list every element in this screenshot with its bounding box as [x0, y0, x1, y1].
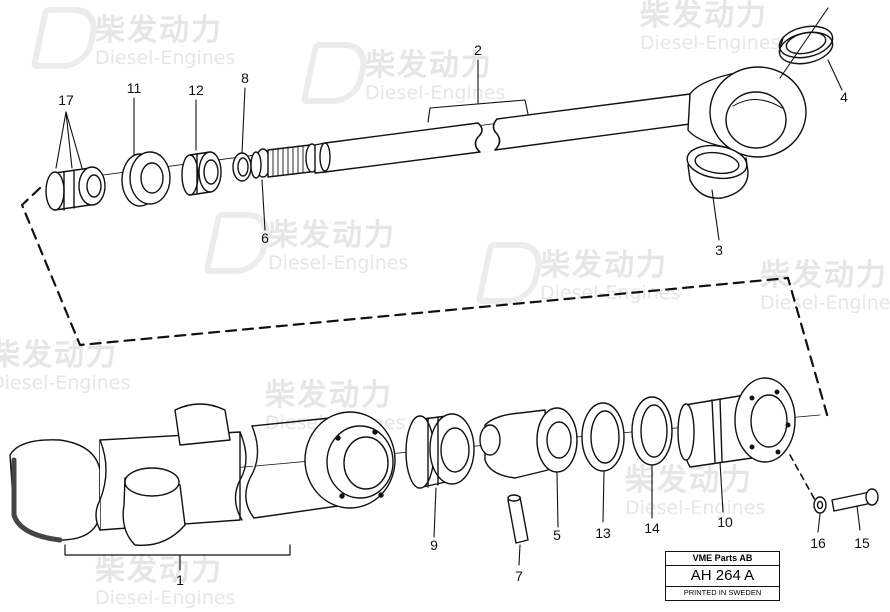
part-label-9: 9	[430, 537, 438, 553]
part-label-17: 17	[58, 92, 74, 108]
part-label-8: 8	[241, 70, 249, 86]
part-label-15: 15	[854, 535, 870, 551]
part-9-piston	[405, 413, 475, 489]
part-label-5: 5	[553, 527, 561, 543]
part-label-13: 13	[595, 525, 611, 541]
part-label-3: 3	[715, 242, 723, 258]
part-1-cylinder-tube	[9, 403, 396, 556]
part-label-11: 11	[126, 80, 142, 96]
part-15-bolt	[831, 488, 879, 512]
part-4-bushing	[778, 25, 834, 65]
part-14-seal	[631, 396, 673, 466]
part-8-o-ring	[232, 152, 252, 182]
part-label-12: 12	[188, 82, 204, 98]
part-label-6: 6	[261, 230, 269, 246]
part-label-14: 14	[644, 520, 660, 536]
part-5-nut	[479, 407, 578, 479]
part-7-pin	[507, 494, 529, 544]
part-10-cylinder-head	[677, 377, 796, 468]
stamp-printed: PRINTED IN SWEDEN	[683, 588, 762, 597]
part-label-7: 7	[515, 568, 523, 584]
part-6-washer	[250, 151, 262, 179]
part-label-16: 16	[810, 535, 826, 551]
part-label-1: 1	[176, 572, 184, 588]
leader-lines	[55, 7, 861, 571]
assembly-dashed-line	[20, 186, 830, 420]
bolt-dashed-line	[789, 454, 816, 501]
part-label-10: 10	[717, 514, 733, 530]
part-label-2: 2	[474, 42, 482, 58]
part-2-piston-rod	[255, 66, 807, 178]
part-16-washer	[813, 496, 827, 514]
stamp-code: AH 264 A	[666, 566, 779, 587]
part-11-seal-ring	[121, 151, 171, 207]
part-12-guide-ring	[181, 151, 222, 196]
part-3-bushing	[686, 144, 749, 199]
stamp-company: VME Parts AB	[666, 552, 779, 566]
part-label-4: 4	[840, 89, 848, 105]
part-17-wiper-ring	[45, 166, 106, 211]
part-13-seal	[581, 402, 625, 472]
title-stamp: VME Parts AB AH 264 A PRINTED IN SWEDEN	[665, 551, 780, 601]
